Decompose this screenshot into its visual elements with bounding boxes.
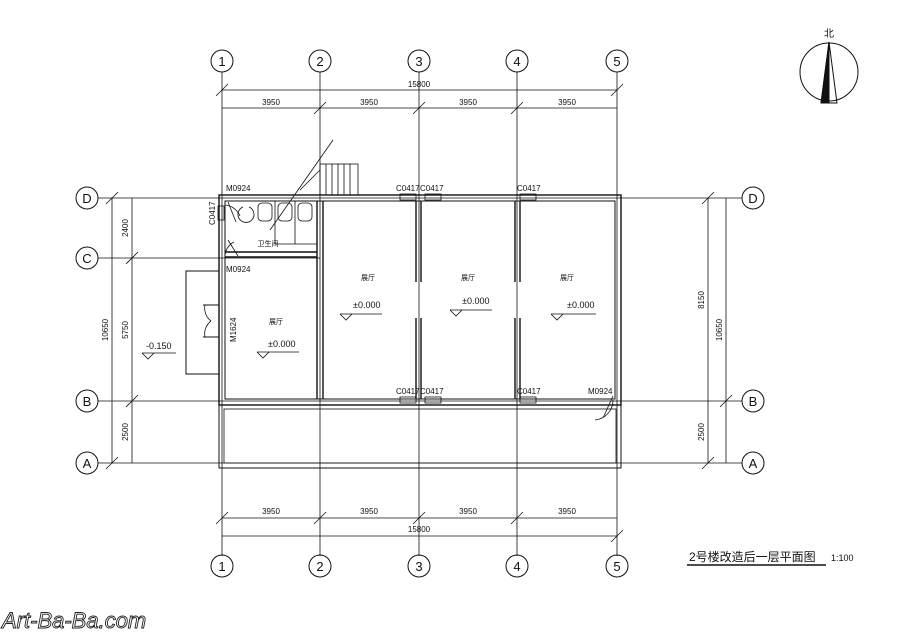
door-tag-3: M1624 [229,317,238,342]
window-tag-bottom-3: C0417 [517,387,541,396]
axis-label-2-top: 2 [316,54,323,69]
dim-top-span-3: 3950 [459,98,477,107]
dim-top-span-4: 3950 [558,98,576,107]
room-name-hall-b: 展厅 [361,274,375,282]
dim-left-overall: 10650 [101,318,110,341]
axis-label-c-left: C [82,251,91,266]
door-tag-4: M0924 [588,387,613,396]
dim-left-span-1: 2400 [121,219,130,237]
vertical-grid-lines [221,72,618,556]
axis-label-b-left: B [83,394,92,409]
dim-top-span-1: 3950 [262,98,280,107]
elevation-hall-d: ±0.000 [567,300,594,310]
dim-right-span-1: 8150 [697,291,706,309]
dim-left-span-3: 2500 [121,423,130,441]
dim-right-overall: 10650 [715,318,724,341]
dim-left-span-2: 5750 [121,321,130,339]
axis-label-d-right: D [748,191,757,206]
axis-label-4-top: 4 [513,54,520,69]
door-tag-2: M0924 [226,265,251,274]
axis-label-b-right: B [749,394,758,409]
axis-label-2-bottom: 2 [316,559,323,574]
dim-bottom-span-3: 3950 [459,507,477,516]
room-name-hall-d: 展厅 [560,274,574,282]
window-tag-left: C0417 [208,201,217,225]
north-label: 北 [824,28,834,40]
drawing-title: 2号楼改造后一层平面图 [689,549,816,564]
elevation-markers [141,309,596,360]
room-name-hall-a: 展厅 [269,318,283,326]
axis-label-3-top: 3 [415,54,422,69]
window-tag-top-2: C0417 [420,184,444,193]
exterior-stair [269,139,359,231]
door-swings [204,201,614,421]
axis-label-4-bottom: 4 [513,559,520,574]
axis-bubbles [75,49,765,578]
dim-right-span-2: 2500 [697,423,706,441]
horizontal-grid-lines [98,197,742,464]
dimension-lines [105,83,733,543]
axis-label-a-right: A [749,456,758,471]
dim-bottom-span-4: 3950 [558,507,576,516]
elevation-outside: -0.150 [146,341,172,351]
axis-label-1-top: 1 [218,54,225,69]
room-name-toilet: 卫生间 [258,239,279,248]
watermark: Art-Ba-Ba.com [0,608,146,632]
toilet-fixtures [237,201,317,245]
elevation-hall-c: ±0.000 [462,296,489,306]
axis-label-5-bottom: 5 [613,559,620,574]
window-tag-top-3: C0417 [517,184,541,193]
dim-bottom-span-2: 3950 [360,507,378,516]
axis-label-1-bottom: 1 [218,559,225,574]
axis-label-d-left: D [82,191,91,206]
axis-label-5-top: 5 [613,54,620,69]
north-arrow [799,41,859,104]
dim-top-total: 15800 [408,80,431,89]
door-tag-1: M0924 [226,184,251,193]
room-name-hall-c: 展厅 [461,274,475,282]
dim-bottom-span-1: 3950 [262,507,280,516]
drawing-scale: 1:100 [831,553,854,563]
axis-label-3-bottom: 3 [415,559,422,574]
window-tag-bottom-2: C0417 [420,387,444,396]
elevation-hall-b: ±0.000 [353,300,380,310]
dim-bottom-total: 15800 [408,525,431,534]
axis-label-a-left: A [83,456,92,471]
window-openings [217,193,537,404]
building-walls [218,194,622,469]
window-tag-top-1: C0417 [396,184,420,193]
window-tag-bottom-1: C0417 [396,387,420,396]
entrance-porch [185,270,220,375]
elevation-hall-a: ±0.000 [268,339,295,349]
dim-top-span-2: 3950 [360,98,378,107]
